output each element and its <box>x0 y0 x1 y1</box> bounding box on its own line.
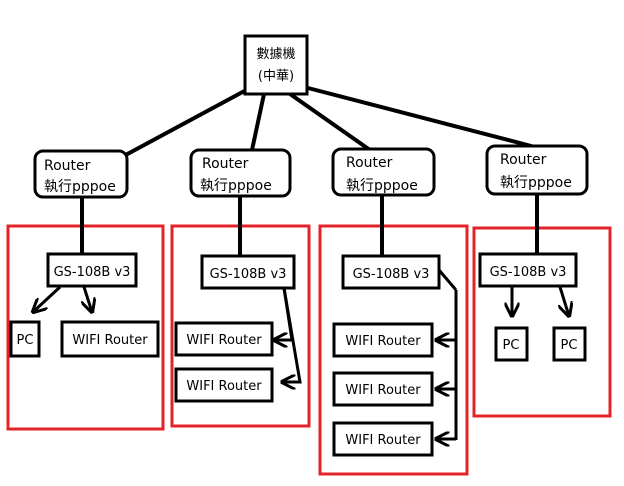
router-node-3: Router 執行pppoe <box>331 147 436 197</box>
device-node <box>60 320 160 358</box>
bus-line <box>437 269 458 291</box>
router-label: Router <box>202 156 249 172</box>
switch-node <box>200 254 296 290</box>
group-frame-4 <box>472 226 612 418</box>
link-arrow <box>560 286 569 316</box>
link-arrow <box>84 286 92 312</box>
switch-label: GS-108B v3 <box>210 267 287 282</box>
link-arrow <box>33 285 62 312</box>
group-frame-1 <box>6 224 165 431</box>
device-node <box>494 326 529 362</box>
device-label: WIFI Router <box>345 433 421 448</box>
device-node <box>332 421 434 457</box>
group-4: GS-108B v3 PC PC <box>478 252 587 362</box>
device-label: WIFI Router <box>72 333 148 348</box>
group-frame-3 <box>318 224 469 476</box>
link-arrow <box>282 287 302 382</box>
switch-node <box>478 252 578 288</box>
router-node-4: Router 執行pppoe <box>485 144 589 196</box>
group-3: GS-108B v3 WIFI Router WIFI Router WIFI … <box>332 254 458 457</box>
router-label: Router <box>500 152 547 168</box>
router-label: Router <box>346 155 393 171</box>
group-1: GS-108B v3 PC WIFI Router <box>9 252 160 358</box>
device-node <box>174 321 274 357</box>
switch-node <box>46 252 138 288</box>
device-label: PC <box>503 338 520 353</box>
uplink-router-4 <box>307 86 536 149</box>
modem-node: 數據機 (中華) <box>243 34 309 96</box>
device-label: PC <box>561 338 578 353</box>
device-node <box>332 371 434 407</box>
device-label: WIFI Router <box>186 379 262 394</box>
router-mode: 執行pppoe <box>200 178 272 194</box>
modem-sublabel: (中華) <box>258 69 294 84</box>
group-2: GS-108B v3 WIFI Router WIFI Router <box>174 254 302 403</box>
device-node <box>174 367 274 403</box>
router-mode: 執行pppoe <box>44 179 116 195</box>
device-label: WIFI Router <box>345 383 421 398</box>
uplink-router-2 <box>250 93 266 151</box>
router-mode: 執行pppoe <box>346 178 418 194</box>
router-switch-links <box>80 194 539 256</box>
device-label: PC <box>17 333 34 348</box>
device-label: WIFI Router <box>345 334 421 349</box>
router-node-1: Router 執行pppoe <box>33 149 129 199</box>
modem-label: 數據機 <box>256 47 295 62</box>
switch-label: GS-108B v3 <box>490 265 567 280</box>
uplink-lines <box>119 86 536 160</box>
router-node-2: Router 執行pppoe <box>189 148 292 198</box>
uplink-router-1 <box>119 86 251 160</box>
uplink-router-3 <box>288 92 372 152</box>
device-node <box>552 326 587 362</box>
device-label: WIFI Router <box>186 333 262 348</box>
router-label: Router <box>44 158 91 174</box>
switch-label: GS-108B v3 <box>353 267 430 282</box>
switch-label: GS-108B v3 <box>54 265 131 280</box>
router-mode: 執行pppoe <box>500 175 572 191</box>
device-node <box>332 322 434 358</box>
device-node <box>9 320 41 358</box>
